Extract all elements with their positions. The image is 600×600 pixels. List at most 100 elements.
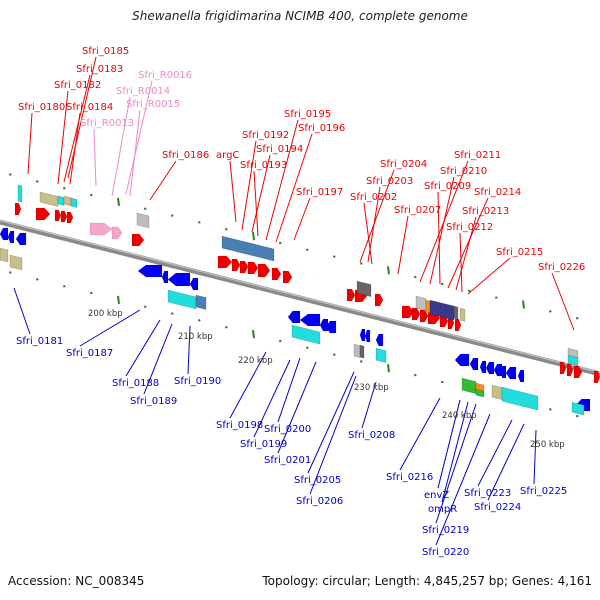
forward-gene-arrow: [217, 255, 233, 269]
gene-label: Sfri_0223: [464, 488, 511, 499]
tick-mark-lower: [197, 319, 201, 322]
forward-gene-arrow: [346, 288, 356, 302]
gene-label: Sfri_0200: [264, 424, 311, 435]
tick-mark-upper: [440, 282, 444, 286]
gene-feature-block: [571, 401, 585, 416]
gene-feature-block: [63, 195, 72, 207]
label-leader-line: [63, 74, 91, 183]
gene-label: Sfri_0202: [350, 192, 397, 203]
gene-label: Sfri_0208: [348, 430, 395, 441]
label-leader-line: [93, 128, 97, 187]
reverse-gene-arrow: [375, 333, 384, 347]
gene-feature-block: [491, 384, 503, 401]
label-leader-line: [67, 56, 97, 179]
forward-gene-arrow: [374, 293, 384, 307]
label-leader-line: [307, 371, 355, 474]
tick-mark-lower: [224, 325, 228, 329]
gene-feature-block: [453, 305, 459, 320]
gene-feature-block: [415, 295, 427, 312]
gene-feature-block: [167, 289, 197, 310]
gene-label: Sfri_0220: [422, 547, 469, 558]
label-leader-line: [459, 232, 463, 293]
gene-feature-block: [475, 388, 485, 398]
gene-feature-block: [136, 212, 150, 229]
label-leader-line: [27, 112, 33, 175]
forward-gene-arrow: [454, 318, 462, 332]
gene-label: Sfri_0198: [216, 420, 263, 431]
forward-gene-arrow: [573, 365, 583, 379]
tick-mark-upper: [224, 227, 228, 231]
tick-mark-upper: [359, 262, 363, 265]
gene-label: Sfri_0206: [296, 496, 343, 507]
gene-label: Sfri_0190: [174, 376, 221, 387]
reverse-gene-arrow: [7, 230, 15, 244]
label-leader-line: [229, 351, 267, 419]
gene-feature-block: [291, 324, 321, 345]
tick-mark-upper: [575, 316, 579, 320]
gene-label: Sfri_0213: [462, 206, 509, 217]
gene-label: Sfri_0211: [454, 150, 501, 161]
label-leader-line: [429, 176, 455, 285]
reverse-gene-arrow: [485, 361, 495, 375]
gene-label: Sfri_0188: [112, 378, 159, 389]
rna-gene-arrow: [89, 222, 113, 236]
label-leader-line: [467, 257, 511, 295]
label-leader-line: [129, 109, 141, 197]
forward-gene-arrow: [271, 267, 282, 281]
gene-label: Sfri_0194: [256, 144, 303, 155]
gene-label: Sfri_0197: [296, 187, 343, 198]
gene-label: Sfri_R0014: [116, 86, 170, 97]
tick-mark-lower: [35, 278, 39, 281]
forward-gene-arrow: [593, 370, 600, 384]
tick-mark-upper: [278, 241, 282, 245]
gene-feature-block: [459, 307, 466, 322]
gene-label: Sfri_0212: [446, 222, 493, 233]
label-leader-line: [149, 160, 177, 201]
gene-label: Sfri_0204: [380, 159, 427, 170]
gene-label: Sfri_0225: [520, 486, 567, 497]
tick-mark-upper: [89, 193, 93, 197]
gene-label: Sfri_R0016: [138, 70, 192, 81]
gene-feature-block: [9, 254, 23, 271]
scale-label: 230 kbp: [354, 383, 389, 393]
gene-label: envZ: [424, 490, 449, 501]
label-leader-line: [251, 154, 271, 233]
gene-label: Sfri_0207: [394, 205, 441, 216]
tick-mark-upper: [8, 173, 12, 176]
tick-mark-lower: [62, 284, 66, 288]
tick-mark-upper: [117, 197, 120, 207]
gene-feature-block: [461, 377, 477, 395]
tick-mark-lower: [548, 408, 552, 411]
gene-feature-block: [17, 184, 23, 203]
gene-label: Sfri_0189: [130, 396, 177, 407]
label-leader-line: [253, 170, 259, 237]
tick-mark-lower: [89, 291, 93, 295]
tick-mark-lower: [8, 271, 12, 274]
scale-label: 200 kbp: [88, 309, 123, 319]
reverse-gene-arrow: [189, 277, 199, 291]
tick-mark-upper: [494, 296, 498, 299]
scale-label: 240 kbp: [442, 411, 477, 421]
gene-label: Sfri_0226: [538, 262, 585, 273]
reverse-gene-arrow: [287, 310, 301, 324]
scale-label: 250 kbp: [530, 440, 565, 450]
label-leader-line: [125, 80, 153, 195]
gene-feature-block: [359, 344, 365, 359]
gene-label: Sfri_0186: [162, 150, 209, 161]
label-leader-line: [277, 361, 317, 454]
gene-feature-block: [39, 191, 59, 207]
gene-label: Sfri_0224: [474, 502, 521, 513]
label-leader-line: [143, 323, 173, 395]
reverse-gene-arrow: [137, 264, 163, 278]
forward-gene-arrow: [411, 307, 421, 321]
gene-label: Sfri_0219: [422, 525, 469, 536]
tick-mark-lower: [387, 364, 390, 373]
gene-feature-block: [57, 195, 65, 206]
reverse-gene-arrow: [0, 227, 9, 241]
gene-label: Sfri_0205: [294, 475, 341, 486]
gene-label: Sfri_0210: [440, 166, 487, 177]
label-leader-line: [13, 287, 31, 335]
gene-feature-block: [567, 354, 579, 367]
